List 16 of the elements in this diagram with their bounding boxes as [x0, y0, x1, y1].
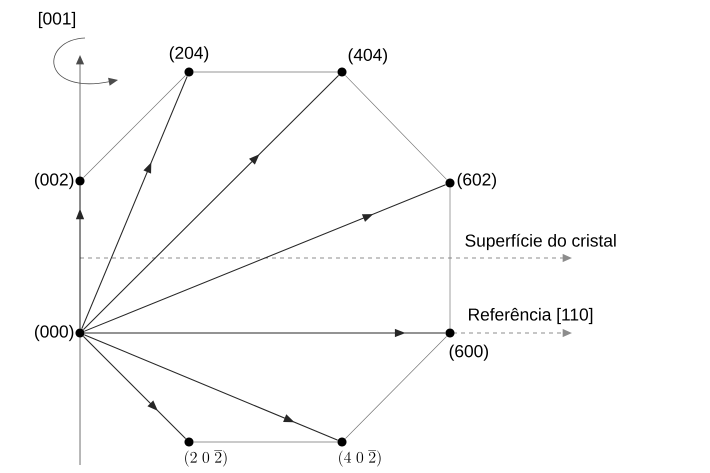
- arrow: [84, 334, 338, 441]
- axis-label: Superfície do cristal: [465, 234, 616, 250]
- point-label: $(2\;0\;\overline{2})$: [185, 450, 227, 467]
- point-label: (002): [35, 172, 74, 190]
- point-label: (600): [450, 344, 488, 361]
- arrow: [83, 75, 339, 330]
- axis-label: Referência [110]: [469, 308, 592, 324]
- arrow: [83, 336, 186, 439]
- point-label: (602): [458, 172, 496, 190]
- arrow: [81, 76, 188, 329]
- point-label: $(4\;0\;\overline{2})$: [339, 450, 381, 467]
- point-label: (204): [170, 46, 208, 62]
- point-label: (000): [35, 324, 74, 342]
- axis-label: [001]: [38, 12, 76, 28]
- arrow: [84, 184, 446, 332]
- point-label: (404): [348, 48, 387, 64]
